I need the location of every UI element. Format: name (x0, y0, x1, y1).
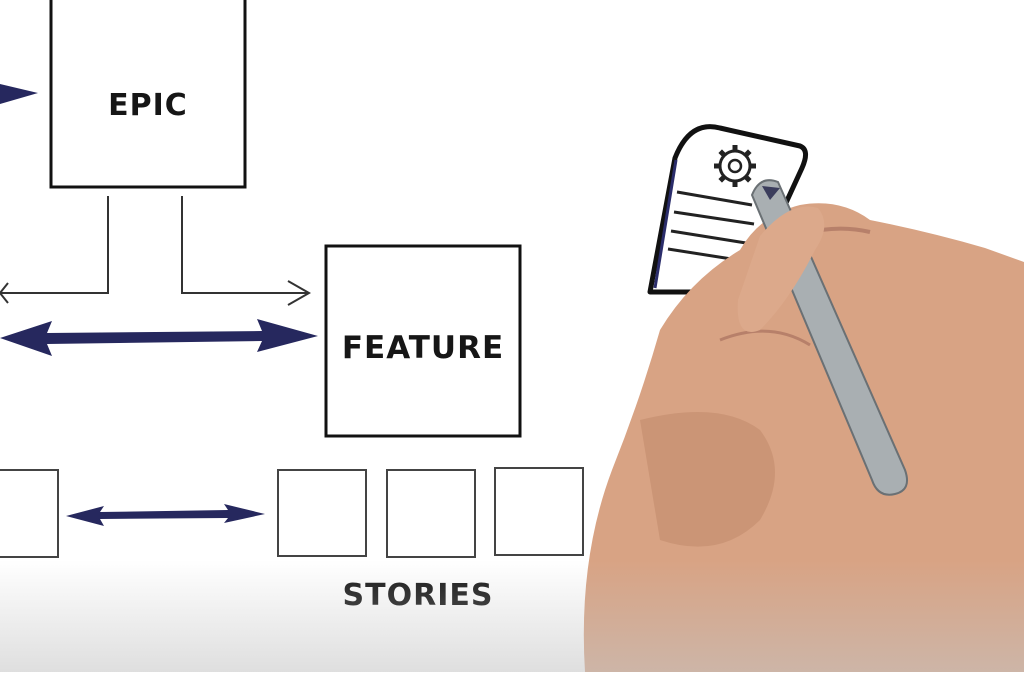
thumb-over-marker (737, 206, 825, 332)
epic-connector-right (181, 196, 308, 294)
arrow-into-epic (0, 84, 38, 104)
connector-arrowhead (287, 280, 312, 306)
gear-icon (714, 145, 756, 187)
feature-label: FEATURE (341, 330, 505, 366)
document-icon (647, 124, 808, 295)
story-box-1 (277, 469, 367, 557)
connector-arrowhead-left (0, 282, 9, 304)
epic-label: EPIC (108, 88, 188, 123)
story-box-3 (494, 467, 584, 556)
story-box-2 (386, 469, 476, 558)
double-arrow-feature (0, 319, 318, 356)
stories-label: STORIES (342, 578, 494, 613)
double-arrow-stories (66, 504, 265, 526)
hand-illustration (583, 203, 1024, 672)
story-box-left-partial (0, 469, 59, 558)
epic-box (49, 0, 247, 189)
feature-box (324, 244, 522, 438)
epic-connector-left (0, 196, 109, 294)
